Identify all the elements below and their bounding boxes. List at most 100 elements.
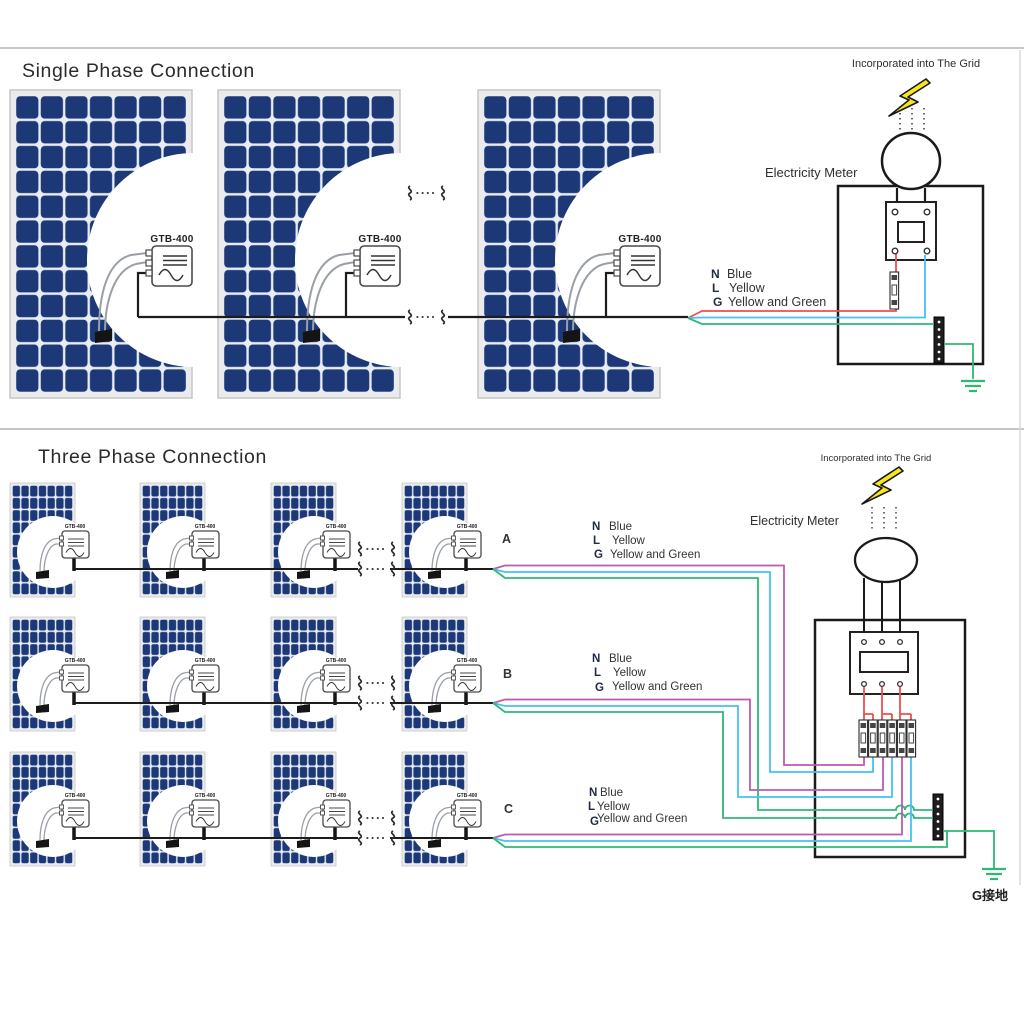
grid-label: Incorporated into The Grid	[821, 453, 932, 464]
solar-panel-small	[400, 481, 483, 599]
solar-panel-small	[138, 750, 221, 868]
legend-key: G	[590, 816, 599, 828]
inverter-model-label: GTB-400	[326, 524, 347, 530]
legend-key: L	[593, 535, 600, 547]
meter-display	[859, 651, 909, 673]
circuit-breaker	[858, 719, 869, 758]
legend-value: Yellow	[613, 667, 647, 679]
inverter-model-label: GTB-400	[457, 524, 478, 530]
earth-ground-icon	[982, 867, 1006, 881]
continuation-mark	[357, 695, 396, 711]
legend-key: G	[713, 295, 722, 309]
grid-node	[880, 131, 942, 191]
phase-label-b: B	[503, 667, 512, 681]
circuit-breaker	[887, 719, 897, 758]
solar-panel-small	[400, 615, 483, 733]
legend-value: Blue	[609, 653, 632, 665]
legend-value: Yellow and Green	[610, 549, 700, 561]
wire-live-pink-b	[492, 698, 884, 791]
continuation-mark	[357, 541, 396, 557]
inverter-model-label: GTB-400	[326, 658, 347, 664]
inverter-model-label: GTB-400	[457, 658, 478, 664]
legend-value: Yellow	[729, 281, 766, 295]
legend-key: N	[592, 521, 600, 533]
inverter-model-label: GTB-400	[618, 234, 661, 245]
earth-ground-icon	[961, 379, 985, 393]
electricity-meter-label: Electricity Meter	[750, 514, 839, 528]
circuit-breaker	[896, 719, 907, 758]
wire-neutral-blue-b	[492, 702, 893, 798]
legend-value: Yellow and Green	[597, 813, 687, 825]
circuit-breaker	[877, 719, 888, 758]
inverter-model-label: GTB-400	[195, 524, 216, 530]
meter-terminal	[923, 247, 931, 255]
circuit-breaker	[889, 271, 900, 310]
legend-key: L	[712, 281, 719, 295]
inverter-model-label: GTB-400	[457, 793, 478, 799]
wire-ground-green-b	[492, 702, 933, 819]
solar-panel-small	[8, 481, 91, 599]
legend-value: Blue	[600, 787, 623, 799]
three-phase-section	[8, 466, 1006, 881]
wire-live-pink-a	[492, 564, 865, 766]
lightning-icon	[888, 78, 931, 117]
single-phase-section	[8, 78, 985, 400]
earth-wire	[944, 830, 995, 868]
inverter-model-label: GTB-400	[65, 793, 86, 799]
continuation-mark	[357, 675, 396, 691]
wire-ground-green	[687, 317, 934, 325]
circuit-breaker	[906, 719, 917, 758]
solar-panel-small	[269, 750, 352, 868]
legend-key: L	[594, 667, 601, 679]
terminal-strip	[933, 316, 945, 364]
meter-breaker-jumpers	[863, 687, 912, 720]
circuit-breaker	[868, 719, 878, 758]
meter-terminals	[860, 638, 904, 688]
three-phase-title: Three Phase Connection	[38, 446, 267, 468]
inverter-model-label: GTB-400	[195, 658, 216, 664]
legend-key: N	[589, 787, 597, 799]
lightning-icon	[861, 466, 904, 505]
wire-ground-green-a	[492, 568, 933, 811]
grid-dotted-lines	[871, 507, 897, 531]
phase-label-c: C	[504, 802, 513, 816]
legend-value: Yellow and Green	[728, 295, 826, 309]
inverter-model-label: GTB-400	[358, 234, 401, 245]
solar-panel-small	[138, 481, 221, 599]
wire-neutral-blue-a	[492, 568, 874, 773]
inverter-model-label: GTB-400	[195, 793, 216, 799]
wire-neutral-blue-c	[492, 757, 912, 842]
single-phase-title: Single Phase Connection	[22, 60, 255, 82]
continuation-mark	[357, 810, 396, 826]
solar-panel-small	[8, 615, 91, 733]
continuation-mark	[357, 561, 396, 577]
inverter-model-label: GTB-400	[326, 793, 347, 799]
grid-node	[853, 536, 919, 584]
continuation-mark	[357, 830, 396, 846]
legend-value: Blue	[727, 267, 752, 281]
solar-panel-small	[269, 615, 352, 733]
legend-value: Yellow and Green	[612, 681, 702, 693]
legend-key: G	[594, 549, 603, 561]
legend-value: Yellow	[612, 535, 646, 547]
inverter-model-label: GTB-400	[150, 234, 193, 245]
meter-terminal	[923, 208, 931, 216]
solar-panel-small	[138, 615, 221, 733]
inverter-model-label: GTB-400	[65, 658, 86, 664]
legend-value: Blue	[609, 521, 632, 533]
wire-live-pink-c	[492, 757, 903, 839]
earth-wire	[944, 343, 974, 379]
grid-dotted-lines	[899, 108, 925, 131]
electricity-meter-label: Electricity Meter	[765, 165, 858, 180]
solar-panel-small	[269, 481, 352, 599]
meter-terminal	[891, 247, 899, 255]
legend-key: N	[711, 267, 720, 281]
wire-neutral-blue	[687, 255, 926, 319]
phase-label-a: A	[502, 532, 511, 546]
legend-key: G	[595, 682, 604, 694]
grid-label: Incorporated into The Grid	[852, 58, 980, 70]
ground-label: G接地	[972, 888, 1008, 903]
meter-display	[897, 221, 925, 243]
